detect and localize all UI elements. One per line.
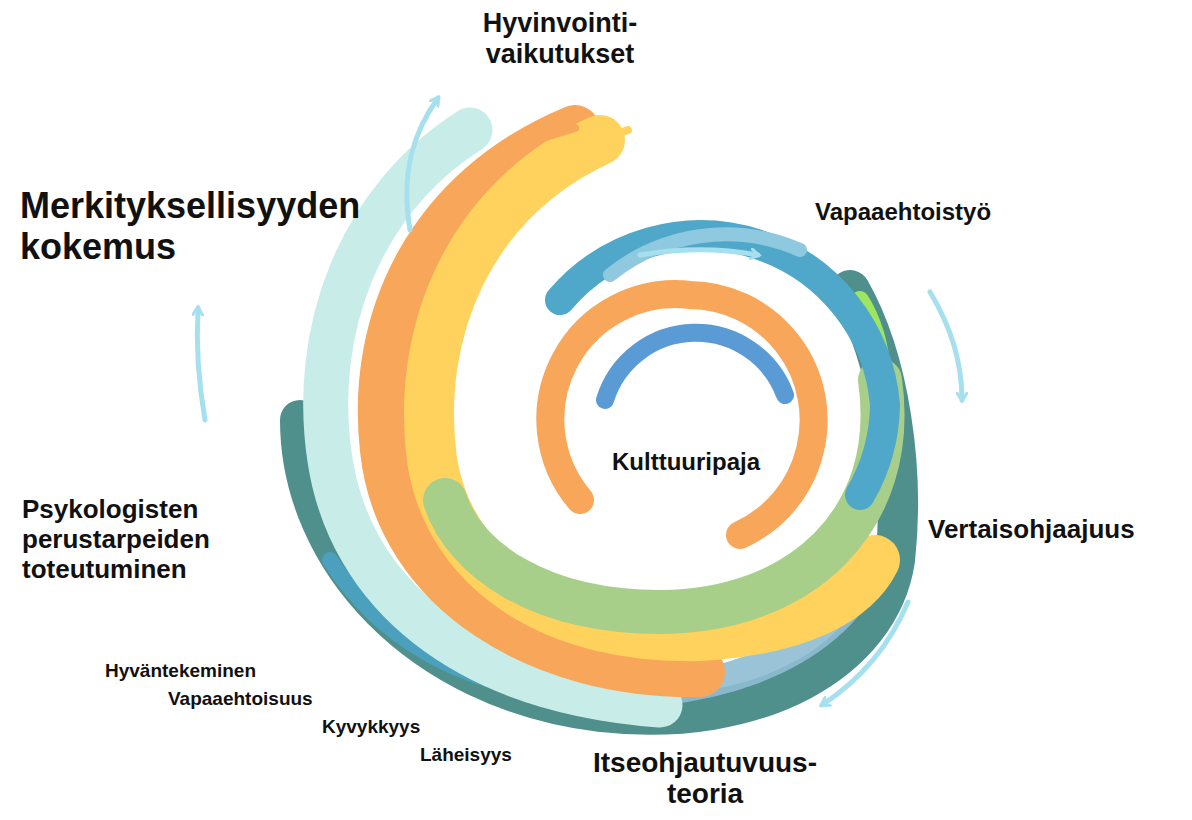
swirl-label: Hyväntekeminen [105, 660, 325, 682]
swirl-label: Merkityksellisyyden kokemus [20, 185, 420, 268]
swirl-label: Vapaaehtoisuus [168, 688, 388, 710]
swirl-label: Hyvinvointi- vaikutukset [440, 8, 680, 70]
swirl-label: Vertaisohjaajuus [928, 515, 1186, 545]
swirl-label: Kulttuuripaja [612, 448, 812, 476]
swirl-label: Itseohjautuvuus- teoria [560, 748, 850, 810]
swirl-label: Psykologisten perustarpeiden toteutumine… [22, 495, 272, 585]
swirl-label: Vapaaehtoistyö [815, 198, 1115, 226]
swirl-label: Läheisyys [420, 744, 620, 766]
swirl-label: Kyvykkyys [322, 716, 522, 738]
